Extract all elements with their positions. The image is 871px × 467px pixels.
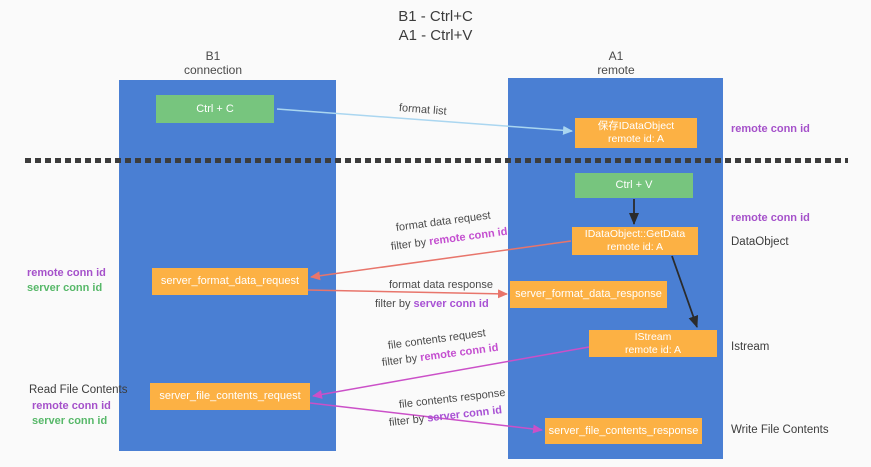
lane-b1-subtitle: connection xyxy=(183,63,243,77)
filter-prefix: filter by xyxy=(388,412,428,429)
node-ctrl-v: Ctrl + V xyxy=(575,173,693,198)
filter-prefix: filter by xyxy=(390,236,430,253)
node-getdata-line1: IDataObject::GetData xyxy=(584,228,686,240)
filter-prefix: filter by xyxy=(381,352,421,369)
node-server-file-contents-response: server_file_contents_response xyxy=(545,418,702,444)
node-save-line2: remote id: A xyxy=(607,133,665,145)
annotation-right-remote-conn-id-1: remote conn id xyxy=(731,123,810,135)
edge-label-format-data-response: format data response xyxy=(389,279,493,291)
node-getdata-line2: remote id: A xyxy=(606,241,664,253)
annotation-read-file-contents: Read File Contents xyxy=(29,384,128,396)
node-istream-line1: IStream xyxy=(634,330,672,343)
lane-a1-title: A1 xyxy=(608,49,624,63)
node-ctrl-c: Ctrl + C xyxy=(156,95,274,123)
lane-header-b1: B1 connection xyxy=(153,49,273,77)
node-istream-line2: remote id: A xyxy=(624,343,682,356)
lane-header-a1: A1 remote xyxy=(556,49,676,77)
filter-prefix: filter by xyxy=(375,298,414,310)
diagram-title: B1 - Ctrl+C A1 - Ctrl+V xyxy=(0,7,871,45)
annotation-right-remote-conn-id-2: remote conn id xyxy=(731,212,810,224)
node-istream: IStream remote id: A xyxy=(589,330,717,357)
node-format-response-label: server_format_data_response xyxy=(515,288,662,300)
node-ctrl-c-label: Ctrl + C xyxy=(196,102,234,115)
node-save-idataobject: 保存IDataObject remote id: A xyxy=(575,118,697,148)
node-format-request-label: server_format_data_request xyxy=(160,275,300,287)
node-server-format-data-request: server_format_data_request xyxy=(152,268,308,295)
node-server-file-contents-request: server_file_contents_request xyxy=(150,383,310,410)
lane-a1-subtitle: remote xyxy=(597,63,635,77)
annotation-left-server-conn-id-1: server conn id xyxy=(27,282,103,294)
lane-b1-title: B1 xyxy=(205,49,221,63)
annotation-write-file-contents: Write File Contents xyxy=(731,424,829,436)
filter-id-remote-conn-id: remote conn id xyxy=(428,225,509,248)
annotation-left-remote-conn-id-2: remote conn id xyxy=(32,400,111,412)
separator-dashed-line xyxy=(25,158,848,163)
node-file-response-label: server_file_contents_response xyxy=(548,424,699,437)
edge-label-format-list: format list xyxy=(398,102,448,118)
annotation-istream: Istream xyxy=(731,341,770,353)
annotation-left-server-conn-id-2: server conn id xyxy=(32,415,108,427)
node-idataobject-getdata: IDataObject::GetData remote id: A xyxy=(572,227,698,255)
filter-label-format-data-response: filter by server conn id xyxy=(375,298,489,310)
filter-id-server-conn-id: server conn id xyxy=(413,298,489,310)
filter-id-server-conn-id: server conn id xyxy=(426,404,503,425)
title-line-2: A1 - Ctrl+V xyxy=(398,27,473,44)
node-ctrl-v-label: Ctrl + V xyxy=(615,179,653,191)
title-line-1: B1 - Ctrl+C xyxy=(398,8,473,25)
annotation-left-remote-conn-id-1: remote conn id xyxy=(27,267,106,279)
node-server-format-data-response: server_format_data_response xyxy=(510,281,667,308)
node-save-line1: 保存IDataObject xyxy=(597,120,675,132)
annotation-dataobject: DataObject xyxy=(731,236,789,248)
node-file-request-label: server_file_contents_request xyxy=(159,390,301,402)
